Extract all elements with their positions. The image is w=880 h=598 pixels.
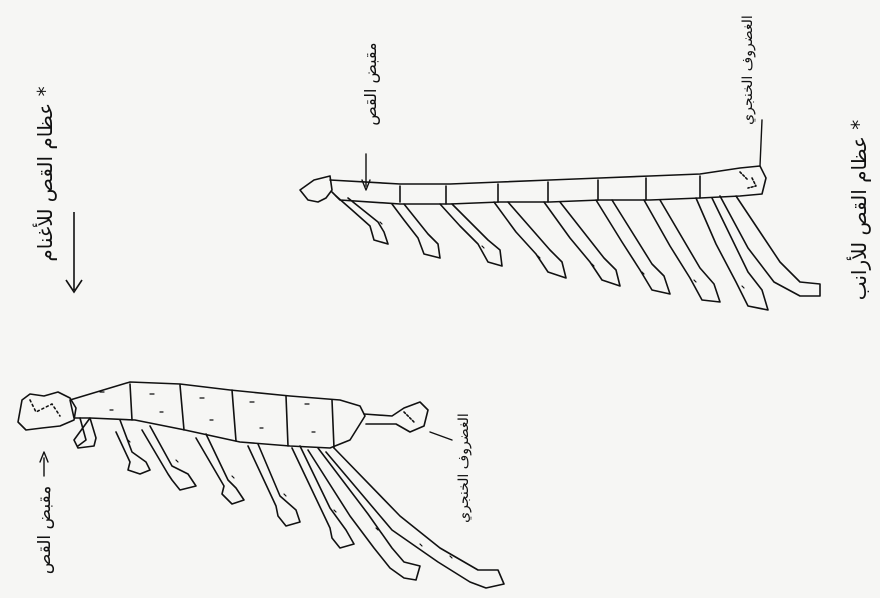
right-xiphoid-cartilage bbox=[740, 172, 756, 188]
right-sternum-body-label: مقبض القص bbox=[361, 42, 381, 125]
left-manubrium bbox=[18, 392, 76, 430]
right-manubrium bbox=[300, 176, 332, 202]
left-sternebrae-body bbox=[70, 382, 365, 448]
left-sternum-body-label: مقبض القص bbox=[35, 486, 55, 574]
left-xiphoid-pointer bbox=[430, 432, 452, 440]
direction-arrow bbox=[66, 212, 82, 292]
left-xiphoid-cartilage bbox=[364, 402, 428, 432]
left-sternum-specimen bbox=[18, 382, 504, 588]
right-xiphoid-label: الغضروف الخنجري bbox=[740, 15, 756, 125]
left-caption: * عظام القص للأغنام bbox=[33, 86, 57, 261]
left-costal-cartilages bbox=[74, 418, 504, 588]
left-sternum-body-pointer bbox=[40, 452, 48, 476]
right-costal-cartilages bbox=[336, 196, 820, 310]
left-xiphoid-label: الغضروف الخنجري bbox=[456, 413, 472, 523]
right-caption: * عظام القص للأرانب bbox=[847, 120, 871, 301]
right-sternum-body-pointer bbox=[362, 154, 370, 190]
right-xiphoid-pointer bbox=[760, 120, 762, 166]
right-sternum-specimen bbox=[300, 120, 820, 310]
